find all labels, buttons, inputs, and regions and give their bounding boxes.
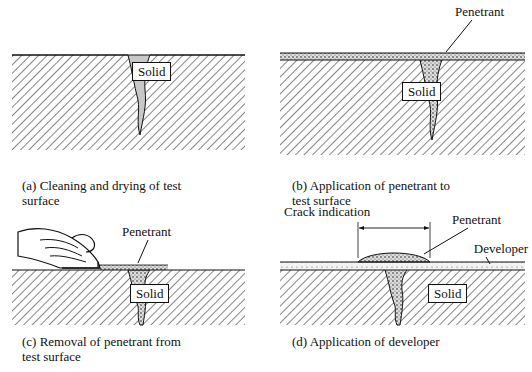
part-label: Penetrant	[455, 4, 504, 19]
part-label: Developer	[474, 241, 528, 256]
node-text: Solid	[434, 286, 461, 301]
panel-caption: (a) Cleaning and drying of test surface	[22, 178, 197, 208]
node-text: Solid	[136, 286, 163, 301]
panel-caption: (c) Removal of penetrant from test surfa…	[22, 334, 197, 364]
node-text: Solid	[408, 84, 435, 99]
material-tag: Solid	[402, 82, 441, 101]
panel-c	[12, 229, 245, 325]
panel-d	[280, 222, 525, 325]
node-text: Solid	[138, 64, 165, 79]
part-label: Crack indication	[284, 204, 370, 219]
part-label: Penetrant	[122, 224, 171, 239]
material-tag: Solid	[132, 62, 171, 81]
material-tag: Solid	[428, 284, 467, 303]
material-tag: Solid	[130, 284, 169, 303]
panel-b	[280, 20, 525, 155]
panel-a	[12, 55, 245, 150]
panel-caption: (d) Application of developer	[292, 334, 467, 349]
panel-caption: (b) Application of penetrant to test sur…	[292, 178, 467, 208]
part-label: Penetrant	[452, 212, 501, 227]
